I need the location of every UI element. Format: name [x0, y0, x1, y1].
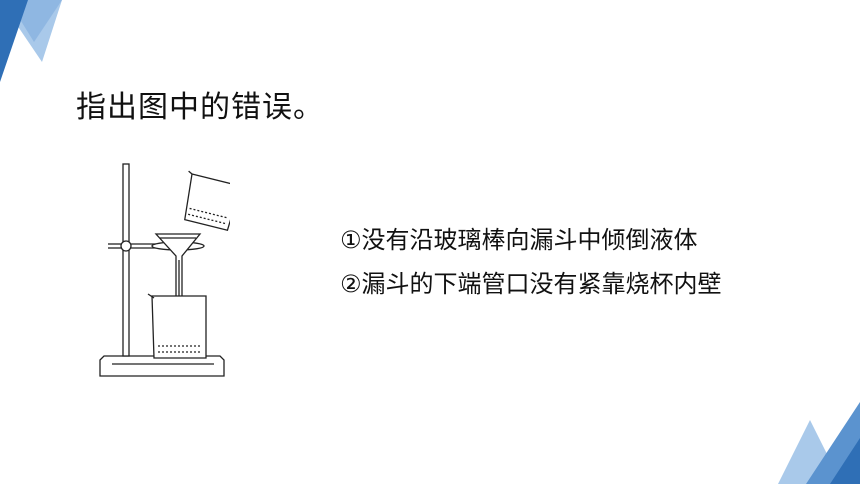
filtration-apparatus-icon [99, 163, 230, 377]
answer-2: ②漏斗的下端管口没有紧靠烧杯内壁 [340, 270, 722, 298]
deco-triangle-dark [830, 438, 860, 484]
stand-rod [122, 163, 130, 357]
answer-1: ①没有沿玻璃棒向漏斗中倾倒液体 [340, 226, 698, 254]
receiving-beaker [151, 295, 207, 359]
corner-decoration-top-left [0, 0, 62, 82]
question-title: 指出图中的错误。 [76, 90, 324, 125]
deco-triangle-dark [0, 0, 28, 82]
stand-base [99, 355, 225, 377]
stand-clamp [120, 240, 132, 252]
answer-list: ①没有沿玻璃棒向漏斗中倾倒液体 ②漏斗的下端管口没有紧靠烧杯内壁 [340, 218, 722, 306]
pouring-beaker [184, 170, 230, 232]
corner-decoration-bottom-right [778, 402, 860, 484]
